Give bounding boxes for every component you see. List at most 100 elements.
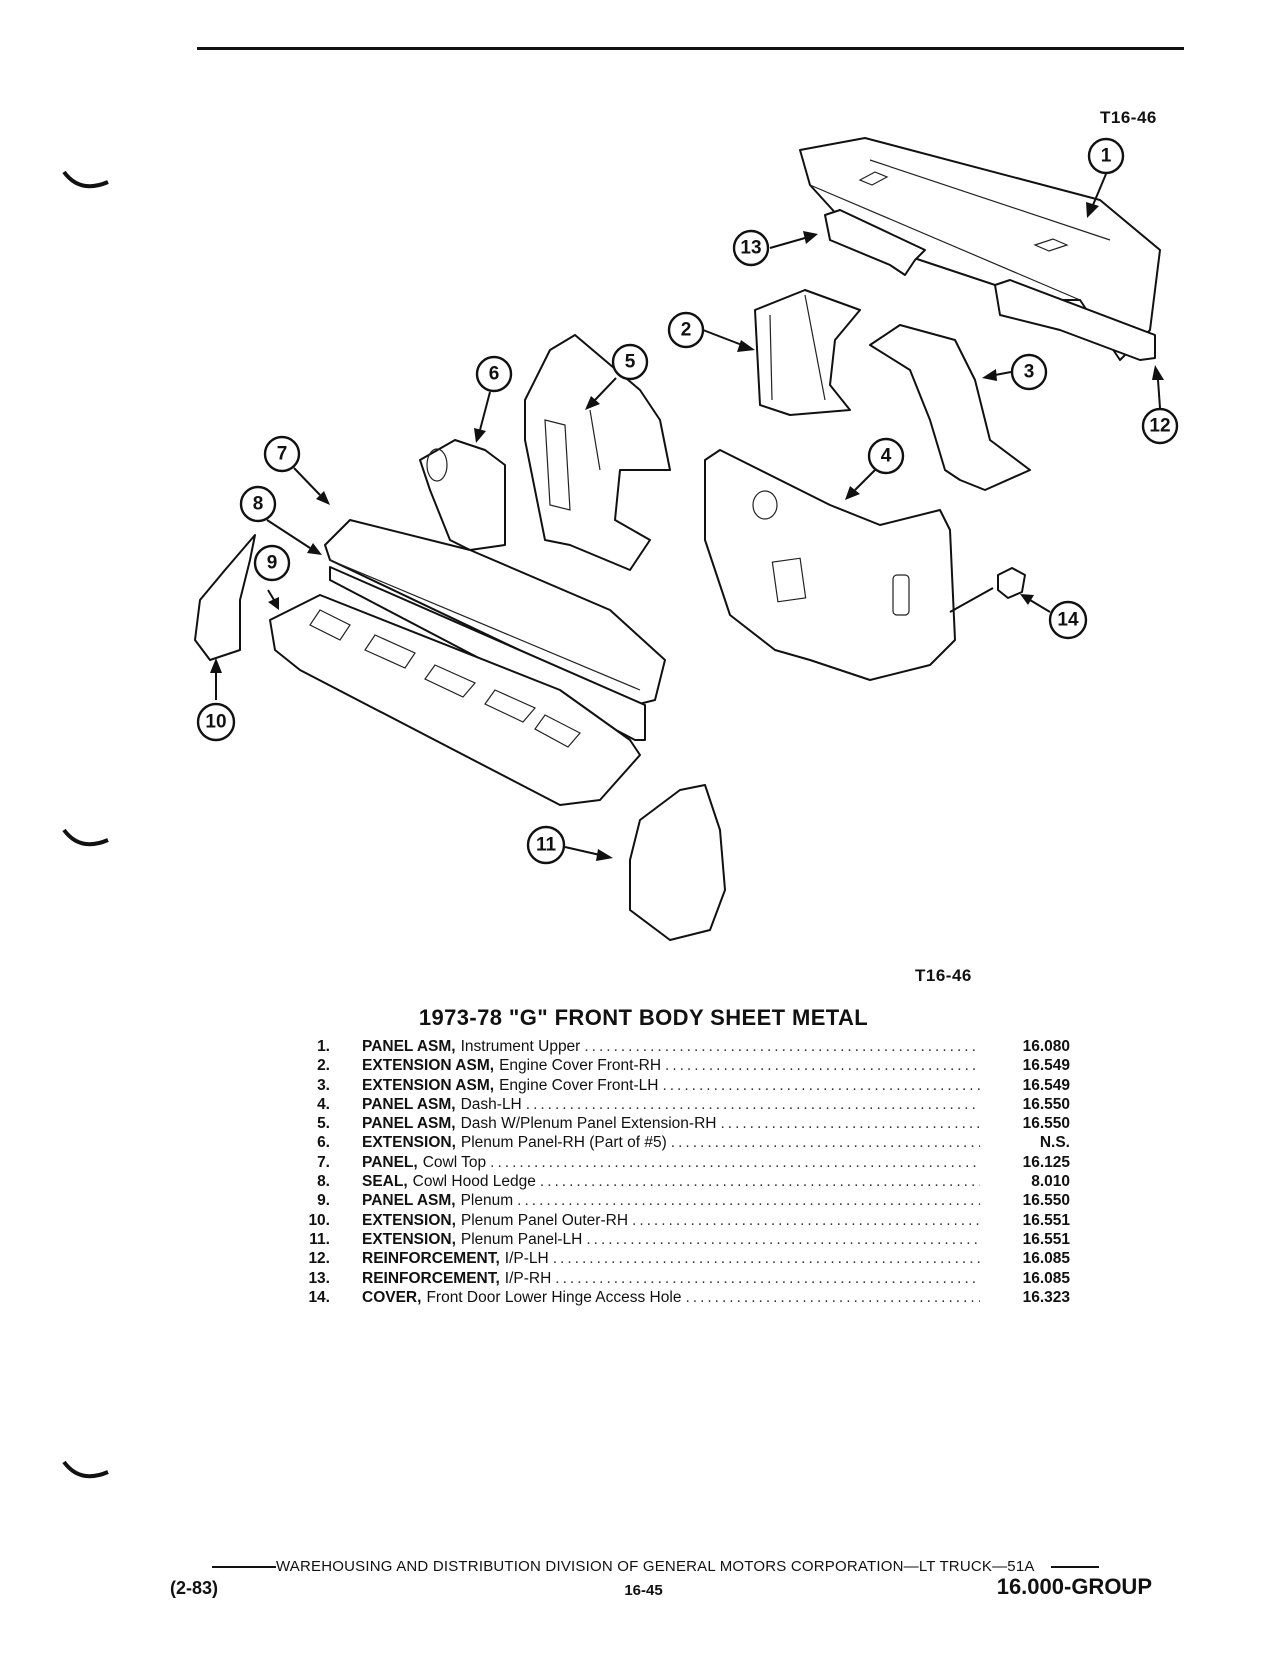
part-description: PANEL ASM,Plenum........................… [362,1191,980,1210]
part-description: PANEL,Cowl Top..........................… [362,1153,980,1172]
margin-mark-top [62,170,109,189]
part-3-extension [869,324,1031,491]
part-spec: Dash-LH [460,1095,522,1113]
part-reference: 16.323 [1022,1288,1070,1306]
part-description: REINFORCEMENT,I/P-LH....................… [362,1249,980,1268]
part-reference: 16.549 [1022,1076,1070,1094]
part-name: REINFORCEMENT, [362,1269,500,1287]
leader-dots: ........................................… [584,1038,980,1055]
leader-dots: ........................................… [720,1115,980,1133]
part-name: PANEL ASM, [362,1038,456,1055]
part-description: COVER,Front Door Lower Hinge Access Hole… [362,1288,980,1307]
part-description: REINFORCEMENT,I/P-RH....................… [362,1269,980,1288]
parts-list-row: 2. EXTENSION ASM,Engine Cover Front-RH...… [270,1056,1070,1075]
part-reference: 16.551 [1022,1211,1070,1229]
svg-text:11: 11 [536,835,557,856]
part-spec: Cowl Top [422,1153,487,1171]
part-12-reinforcement [994,279,1156,361]
part-description: EXTENSION ASM,Engine Cover Front-LH.....… [362,1076,980,1095]
leader-dots: ........................................… [525,1095,980,1113]
part-name: REINFORCEMENT, [362,1250,500,1268]
part-spec: Plenum [460,1192,514,1210]
svg-text:6: 6 [489,364,500,385]
part-4-dash-lh [704,449,956,681]
parts-list-row: 10. EXTENSION,Plenum Panel Outer-RH......… [270,1211,1070,1230]
leader-dots: ........................................… [555,1269,980,1287]
svg-text:13: 13 [740,238,761,259]
callout-12: 12 [1141,407,1179,445]
part-spec: I/P-RH [504,1269,552,1287]
part-number: 13. [308,1269,330,1287]
svg-text:12: 12 [1149,416,1170,437]
part-spec: Engine Cover Front-LH [499,1076,659,1094]
svg-text:14: 14 [1057,610,1079,631]
part-reference: 16.085 [1022,1269,1070,1287]
footer-date: (2-83) [170,1578,219,1598]
part-number: 10. [308,1211,330,1229]
part-number: 14. [308,1288,330,1306]
parts-list-row: 11.EXTENSION,Plenum Panel-LH............… [270,1230,1070,1249]
parts-list-row: 7.PANEL,Cowl Top........................… [270,1153,1070,1172]
part-14-access-cover [997,567,1026,599]
part-spec: Plenum Panel Outer-RH [460,1211,629,1229]
part-description: EXTENSION,Plenum Panel-RH (Part of #5)..… [362,1133,980,1152]
parts-list-row: 9.PANEL ASM,Plenum......................… [270,1191,1070,1210]
part-reference: 16.549 [1022,1057,1070,1075]
parts-list-row: 1. PANEL ASM,Instrument Upper............… [270,1037,1070,1056]
parts-list-row: 12. REINFORCEMENT,I/P-LH.................… [270,1249,1070,1268]
parts-list-row: 3.EXTENSION ASM,Engine Cover Front-LH...… [270,1076,1070,1095]
part-description: EXTENSION ASM,Engine Cover Front-RH.....… [362,1056,980,1075]
exploded-diagram: 1 13 2 3 12 5 6 4 7 8 9 10 11 14 [194,137,1179,941]
part-spec: Instrument Upper [460,1038,581,1055]
svg-text:4: 4 [881,446,892,467]
part-name: SEAL, [362,1173,408,1191]
part-number: 2. [317,1057,330,1075]
part-reference: 16.550 [1022,1115,1070,1133]
part-2-extension [754,289,861,416]
margin-mark-middle [62,828,109,847]
footer-group: 16.000-GROUP [996,1574,1152,1599]
part-description: EXTENSION,Plenum Panel Outer-RH.........… [362,1211,980,1230]
callout-14: 14 [1048,600,1088,640]
leader-dots: ........................................… [662,1076,980,1094]
part-9-plenum [269,594,641,806]
part-reference: 16.551 [1022,1230,1070,1248]
part-spec: Front Door Lower Hinge Access Hole [426,1288,682,1306]
svg-text:1: 1 [1101,146,1112,167]
part-number: 1. [317,1038,330,1055]
part-name: PANEL ASM, [362,1192,456,1210]
part-number: 12. [308,1250,330,1268]
callout-5: 5 [611,343,649,381]
footer-division-text: WAREHOUSING AND DISTRIBUTION DIVISION OF… [276,1558,1035,1575]
leader-lines [210,173,1164,861]
part-spec: Plenum Panel-LH [460,1230,583,1248]
callout-6: 6 [475,355,513,393]
callout-11: 11 [526,825,566,865]
part-name: PANEL ASM, [362,1115,456,1133]
part-number: 4. [317,1095,330,1113]
leader-dots: ........................................… [670,1134,980,1152]
callout-9: 9 [253,544,291,582]
section-title: 1973-78 "G" FRONT BODY SHEET METAL [418,1005,869,1030]
part-number: 11. [309,1230,330,1248]
leader-dots: ........................................… [539,1173,980,1191]
part-name: EXTENSION ASM, [362,1076,495,1094]
part-reference: 16.080 [1022,1038,1070,1055]
callout-13: 13 [732,229,770,267]
margin-mark-bottom [62,1460,109,1479]
leader-dots: ........................................… [665,1057,980,1075]
part-name: EXTENSION, [362,1211,456,1229]
callout-1: 1 [1087,137,1125,175]
part-description: PANEL ASM,Dash W/Plenum Panel Extension-… [362,1114,980,1133]
part-number: 8. [317,1173,330,1191]
parts-list-row: 5.PANEL ASM,Dash W/Plenum Panel Extensio… [270,1114,1070,1133]
part-11-plenum-lh [629,784,726,941]
part-number: 6. [317,1134,330,1152]
part-name: COVER, [362,1288,422,1306]
svg-text:7: 7 [277,444,288,465]
svg-text:3: 3 [1024,362,1035,383]
leader-dots: ........................................… [586,1230,980,1248]
svg-text:2: 2 [681,320,692,341]
figure-code-bottom: T16-46 [915,966,972,985]
part-reference: 16.125 [1022,1153,1070,1171]
